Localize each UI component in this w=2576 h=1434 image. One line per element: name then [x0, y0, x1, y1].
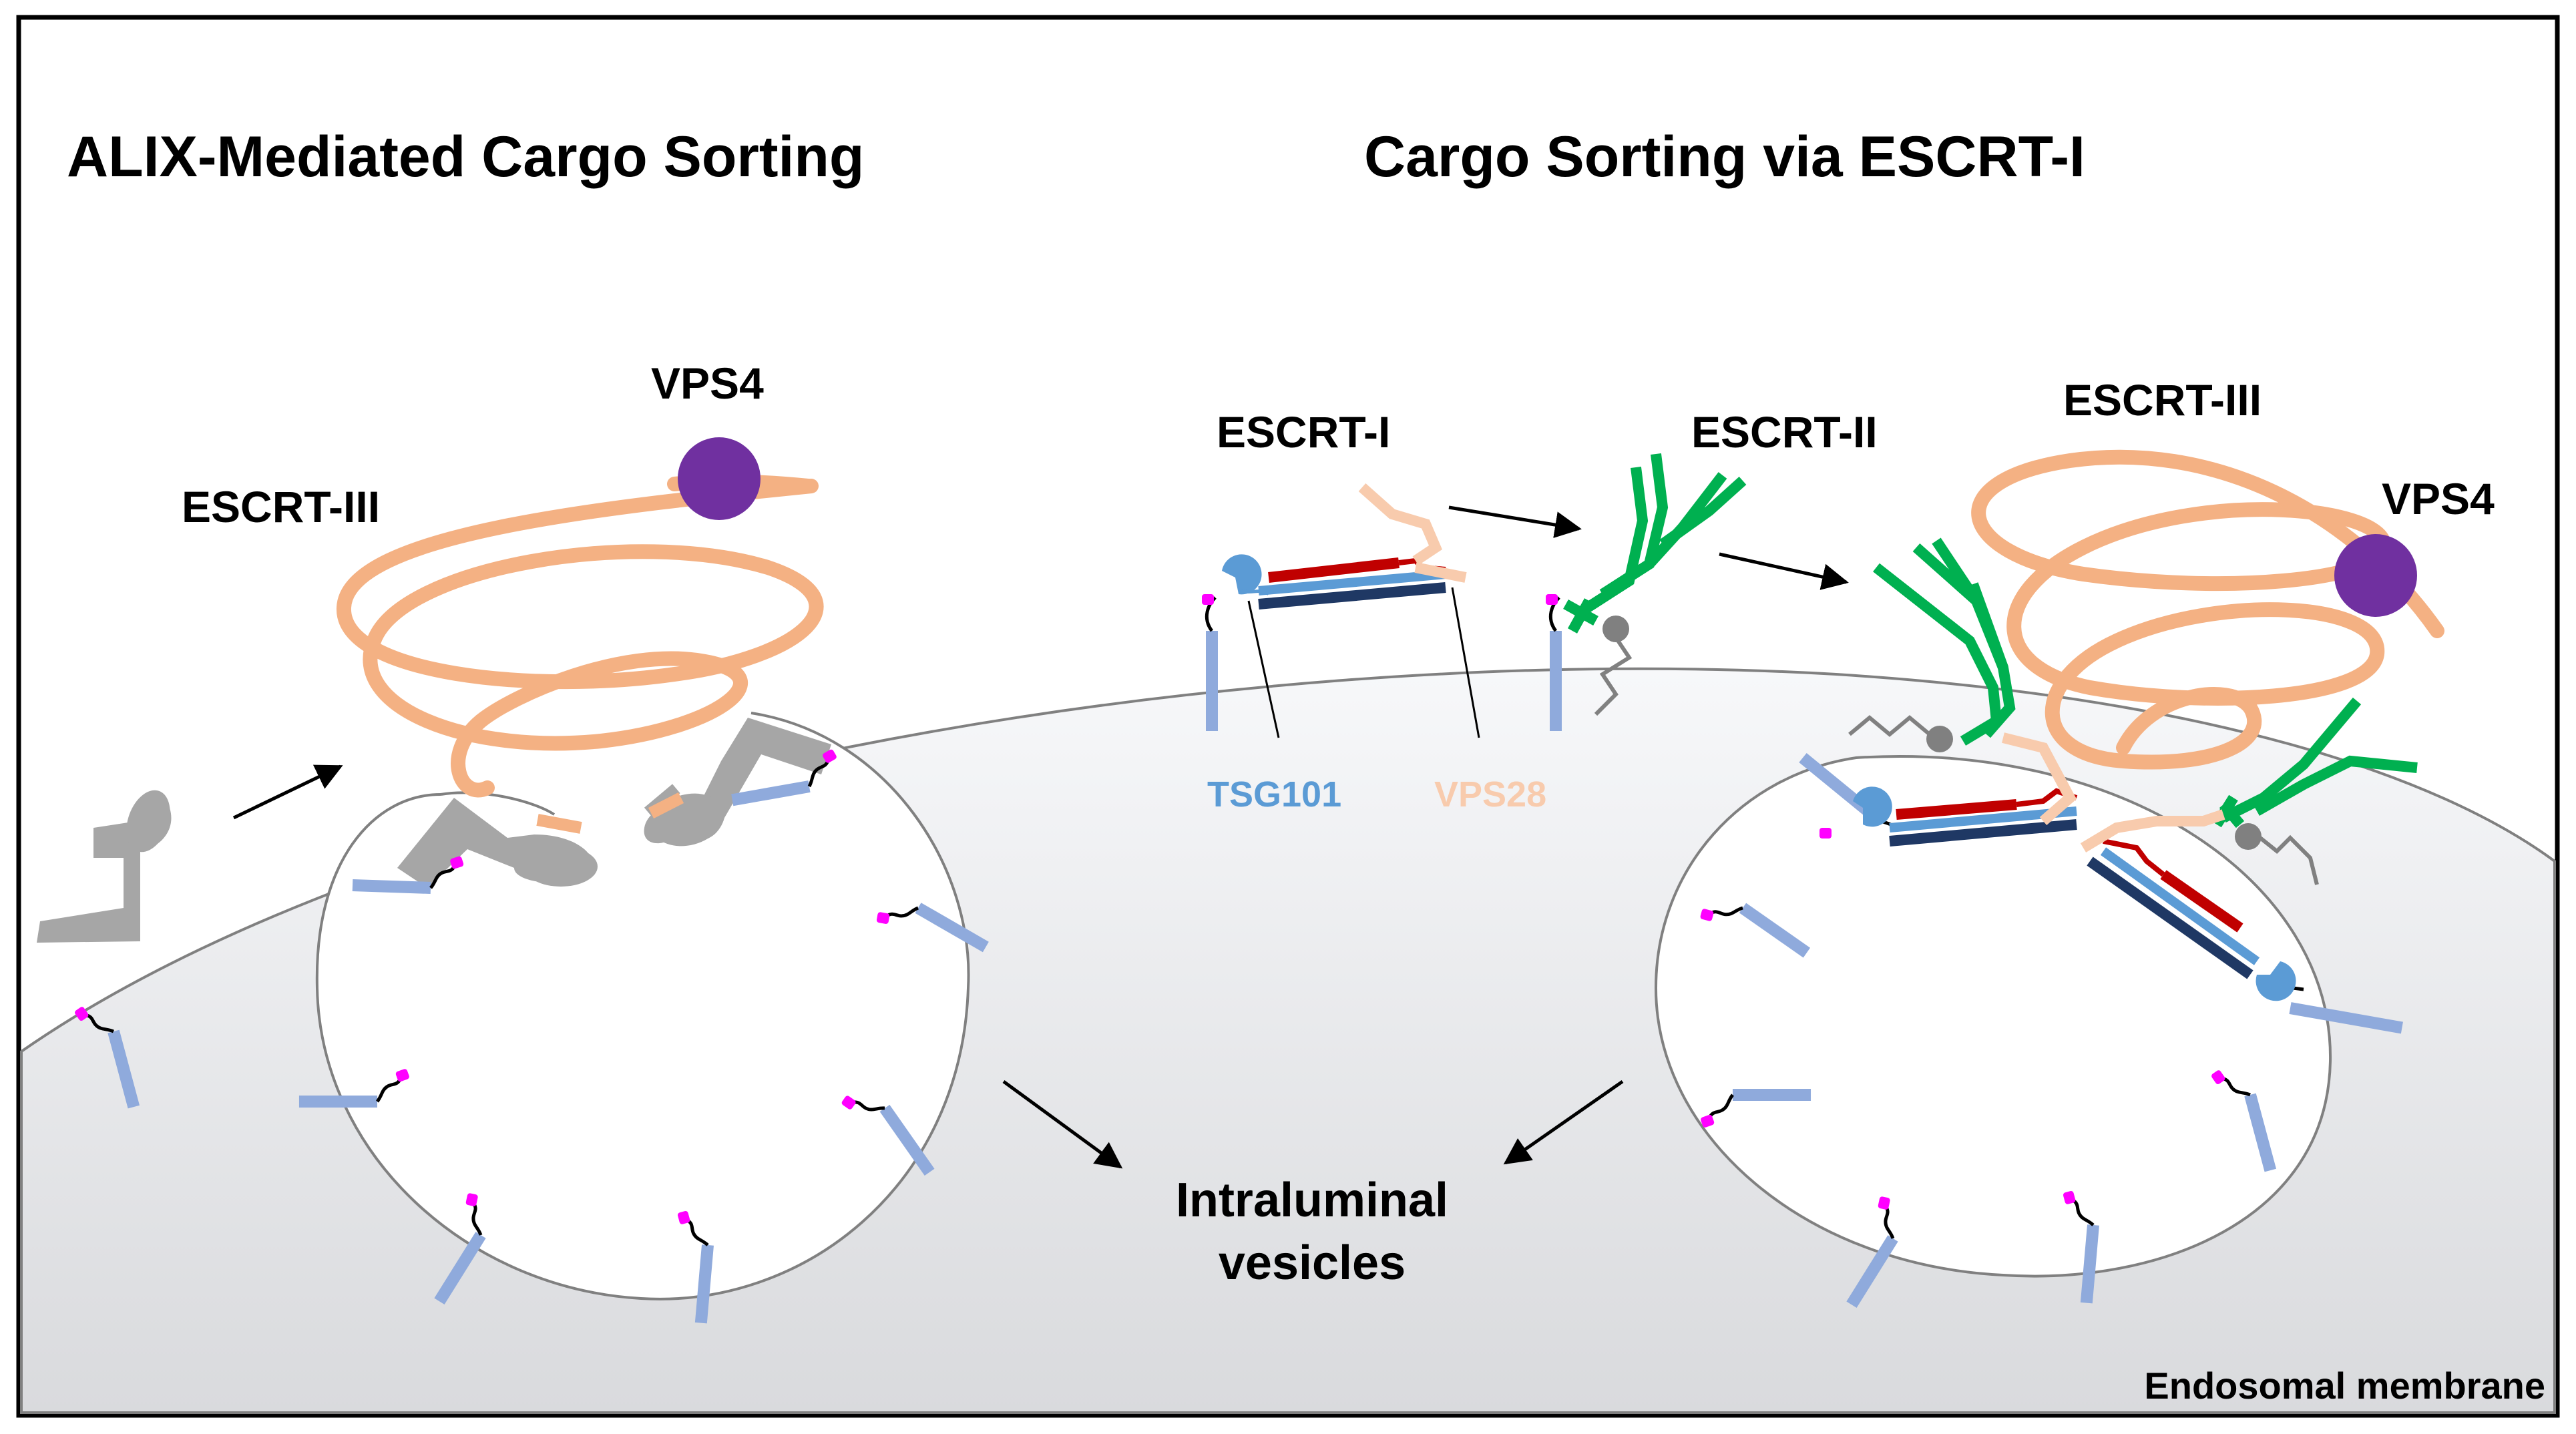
escrt2-right [1873, 537, 2418, 828]
escrt1-right-upper [1799, 732, 2078, 847]
label-ilv-1: Intraluminal [1176, 1174, 1448, 1227]
left-vesicle [315, 712, 970, 1300]
title-escrt1: Cargo Sorting via ESCRT-I [1364, 125, 2085, 189]
escrt1-complex [1202, 483, 1480, 738]
label-vps28: VPS28 [1434, 774, 1546, 814]
escrt3-coil-right [1971, 449, 2444, 770]
escrt2-right-anchor [1848, 715, 2319, 885]
escrt1-right-lower [2080, 809, 2403, 1034]
label-endosomal-membrane: Endosomal membrane [2144, 1365, 2545, 1407]
label-vps4-left: VPS4 [651, 358, 764, 408]
label-escrt1: ESCRT-I [1217, 407, 1390, 457]
alix-molecules [37, 718, 831, 943]
label-escrt2: ESCRT-II [1691, 407, 1878, 457]
escrt3-stubs-left [536, 792, 684, 834]
title-alix: ALIX-Mediated Cargo Sorting [67, 125, 864, 189]
arrow-ilv-right [1503, 1080, 1624, 1165]
arrow-ilv-left [1002, 1080, 1123, 1169]
label-escrt3-right: ESCRT-III [2063, 375, 2262, 425]
arrow-escrt2-to-escrt3 [1719, 552, 1849, 590]
escrt2-complex [1546, 453, 1747, 731]
arrow-left-entry [232, 764, 343, 820]
label-ilv-2: vesicles [1219, 1236, 1406, 1290]
label-escrt3-left: ESCRT-III [182, 482, 380, 531]
vps4-left-icon [678, 437, 761, 520]
vps4-right-icon [2334, 534, 2417, 617]
right-vesicle [1654, 755, 2332, 1278]
label-vps4-right: VPS4 [2382, 474, 2495, 523]
arrow-escrt1-to-escrt2 [1448, 505, 1582, 538]
label-tsg101: TSG101 [1207, 774, 1341, 814]
